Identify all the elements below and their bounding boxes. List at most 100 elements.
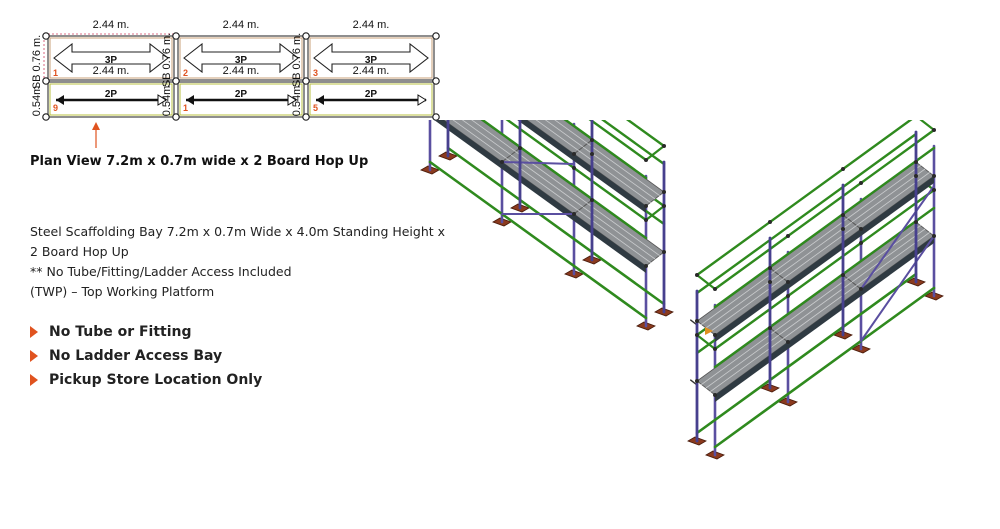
plan-inner-width: 2.44 m. <box>93 65 130 77</box>
board-arrow-left <box>56 95 64 105</box>
transom <box>644 204 666 222</box>
feature-label: No Tube or Fitting <box>49 324 192 340</box>
board-seam <box>774 218 848 272</box>
rosette-node <box>859 181 863 185</box>
feature-list: No Tube or Fitting No Ladder Access Bay … <box>30 320 262 392</box>
rosette-node <box>859 227 863 231</box>
rosette-node <box>713 333 717 337</box>
ledger <box>428 160 648 320</box>
board-seam <box>554 120 588 144</box>
rosette-node <box>518 146 522 150</box>
double-arrow-icon <box>313 42 429 74</box>
rosette-node <box>500 160 504 164</box>
plan-bay-number: 2 <box>183 68 188 78</box>
plan-side-label: 0.54m <box>31 86 43 117</box>
plan-node <box>302 32 310 40</box>
board-arrow-left <box>186 95 194 105</box>
rosette-node <box>932 174 936 178</box>
board-seam <box>778 221 853 276</box>
ledger <box>446 146 666 306</box>
board-seam <box>851 168 926 223</box>
guard-rail <box>713 146 936 309</box>
rosette-node <box>859 241 863 245</box>
description-line: (TWP) – Top Working Platform <box>30 284 215 299</box>
rosette-node <box>644 264 648 268</box>
board-seam <box>510 154 584 208</box>
rosette-node <box>841 213 845 217</box>
board-seam <box>851 228 926 283</box>
rosette-node <box>590 138 594 142</box>
board-arrow-left <box>316 95 324 105</box>
rosette-node <box>695 273 699 277</box>
plan-node <box>42 77 50 85</box>
guard-rail <box>713 128 936 291</box>
plan-side-label: SB 0.76 m. <box>31 35 43 89</box>
scaffold-3d-views <box>420 120 944 460</box>
plan-view-title: Plan View 7.2m x 0.7m wide x 2 Board Hop… <box>30 154 369 169</box>
rosette-node <box>644 218 648 222</box>
board-seam <box>587 143 660 196</box>
plan-bay-number: 9 <box>53 103 58 113</box>
plan-board-label: 2P <box>365 89 378 100</box>
rosette-node <box>572 152 576 156</box>
plan-node <box>432 77 440 85</box>
rosette-node <box>768 326 772 330</box>
transom <box>919 120 936 132</box>
plan-board-label: 3P <box>365 55 378 66</box>
plan-bay-top-inner <box>309 37 433 79</box>
bullet-triangle-icon <box>30 350 38 362</box>
rosette-node <box>662 144 666 148</box>
plan-node <box>432 32 440 40</box>
bullet-triangle-icon <box>30 374 38 386</box>
rosette-node <box>662 250 666 254</box>
transom <box>695 273 717 291</box>
feature-item: No Ladder Access Bay <box>30 344 262 368</box>
feature-label: No Ladder Access Bay <box>49 348 223 364</box>
plan-board-label: 3P <box>105 55 118 66</box>
diagonal-brace <box>501 161 575 165</box>
description-line: ** No Tube/Fitting/Ladder Access Include… <box>30 264 292 279</box>
arrow-up-icon <box>92 122 100 148</box>
board-seam <box>587 203 660 256</box>
board-arrow-right <box>157 94 167 106</box>
board-seam <box>578 150 651 203</box>
board-seam <box>535 120 579 151</box>
plan-node <box>302 77 310 85</box>
board-seam <box>705 274 780 329</box>
plan-side-label: SB 0.76 m. <box>161 33 173 87</box>
product-description: Steel Scaffolding Bay 7.2m x 0.7m Wide x… <box>30 222 446 302</box>
plan-bay-bottom-inner <box>179 83 303 116</box>
platform-marker <box>705 327 713 335</box>
board-seam <box>847 225 921 279</box>
plan-board-label: 2P <box>105 89 118 100</box>
rosette-node <box>932 128 936 132</box>
rosette-node <box>713 347 717 351</box>
feature-item: Pickup Store Location Only <box>30 368 262 392</box>
rosette-node <box>841 167 845 171</box>
guard-rail <box>505 120 648 222</box>
rosette-node <box>859 287 863 291</box>
board-seam <box>578 210 651 263</box>
rosette-node <box>932 234 936 238</box>
plan-board-label: 3P <box>235 55 248 66</box>
rosette-node <box>590 198 594 202</box>
scaffold-isometric-right <box>687 120 944 460</box>
rosette-node <box>841 273 845 277</box>
board-seam <box>582 206 656 260</box>
rosette-node <box>662 204 666 208</box>
plan-inner-width: 2.44 m. <box>353 65 390 77</box>
plan-bay-width: 2.44 m. <box>93 19 130 31</box>
rosette-node <box>914 220 918 224</box>
double-arrow-icon <box>53 42 169 74</box>
plan-node <box>172 32 180 40</box>
rosette-node <box>768 266 772 270</box>
rosette-node <box>713 393 717 397</box>
plan-node <box>302 113 310 121</box>
description-line: Steel Scaffolding Bay 7.2m x 0.7m Wide x… <box>30 224 446 239</box>
bullet-triangle-icon <box>30 326 38 338</box>
board-seam <box>774 278 848 332</box>
diagonal-brace <box>860 235 935 342</box>
board-seam <box>701 331 775 385</box>
rosette-node <box>841 227 845 231</box>
